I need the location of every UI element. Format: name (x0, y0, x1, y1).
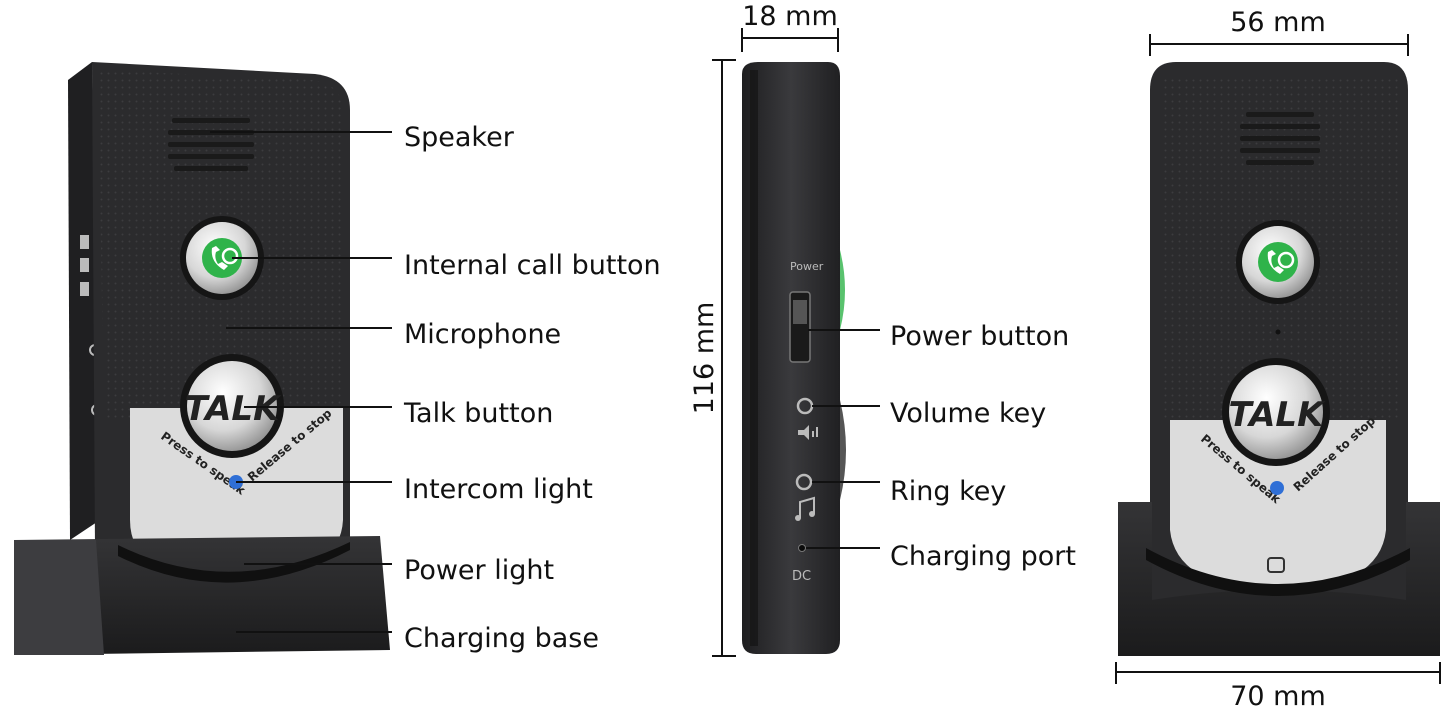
height-dimension-lines (712, 59, 736, 657)
label-power-button: Power button (890, 321, 1069, 352)
middle-labels: Power button Volume key Ring key Chargin… (890, 321, 1076, 572)
music-note-icon (795, 496, 815, 521)
label-speaker: Speaker (404, 122, 515, 153)
front-view-device: TALK Press to speak Release to stop (1118, 62, 1440, 656)
depth-dimension-lines (741, 28, 839, 52)
label-volume-key: Volume key (890, 398, 1046, 429)
front-microphone-hole (1275, 329, 1281, 335)
base-width-dimension-lines (1115, 662, 1441, 684)
front-view-light-panel (1170, 420, 1386, 592)
label-talk-button: Talk button (403, 398, 553, 429)
talk-button-text: TALK (185, 389, 283, 429)
front-angled-device: TALK Press to speak Release to stop (14, 62, 390, 655)
base-slot-shadow (118, 542, 350, 583)
width-dimension-lines (1149, 34, 1409, 56)
front-talk-button-visual: TALK (1222, 358, 1330, 466)
side-view-device: Power DC (742, 62, 846, 654)
charging-base-side (14, 540, 104, 655)
label-charging-base: Charging base (404, 623, 599, 654)
side-talk-button-edge (840, 400, 846, 500)
ring-key-visual (795, 473, 813, 491)
label-intercom-light: Intercom light (404, 474, 593, 505)
charging-port-visual (798, 544, 806, 552)
middle-leader-lines (806, 329, 880, 549)
talk-button-visual: TALK (180, 354, 284, 458)
depth-dimension: 18 mm (742, 1, 838, 32)
front-speaker-grille (1240, 112, 1320, 165)
internal-call-button-visual (180, 216, 264, 300)
left-leader-lines (210, 131, 392, 633)
front-charging-base (1118, 502, 1440, 656)
dc-text: DC (792, 569, 811, 584)
front-base-slot-shadow (1146, 548, 1410, 596)
device-side-edge (68, 62, 100, 540)
label-power-light: Power light (404, 555, 554, 586)
label-internal-call-button: Internal call button (404, 250, 661, 281)
front-power-light-icon (1267, 557, 1285, 573)
width-dimension: 56 mm (1230, 7, 1326, 38)
front-intercom-light-icon (1270, 481, 1284, 495)
label-charging-port: Charging port (890, 541, 1076, 572)
label-ring-key: Ring key (890, 476, 1006, 507)
side-call-button-edge (840, 250, 845, 330)
height-dimension: 116 mm (689, 302, 720, 415)
label-microphone: Microphone (404, 319, 561, 350)
base-width-dimension: 70 mm (1230, 681, 1326, 712)
speaker-volume-icon (798, 425, 818, 440)
front-call-button-visual (1236, 220, 1320, 304)
front-talk-button-text: TALK (1229, 395, 1327, 435)
power-text: Power (790, 260, 824, 273)
left-labels: Speaker Internal call button Microphone … (403, 122, 661, 654)
